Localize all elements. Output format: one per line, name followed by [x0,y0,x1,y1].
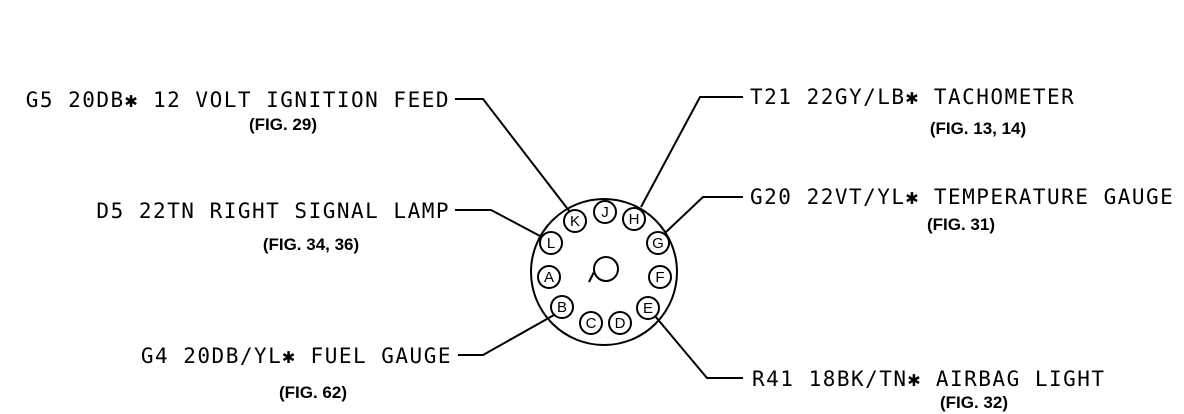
pin-k: K [563,209,587,233]
pin-e: E [636,296,660,320]
connector-key-tab [588,271,595,283]
leader-line-pin-b [458,314,555,356]
svg-text:H: H [629,211,640,228]
leader-line-pin-h [640,96,743,208]
leader-line-pin-g [665,196,743,233]
pin-g: G [646,231,670,255]
leader-line-pin-e [654,315,743,379]
pin-b: B [550,295,574,319]
pin-f: F [648,265,672,289]
leader-line-pin-k [455,98,571,213]
svg-text:B: B [557,299,567,316]
svg-text:F: F [655,269,664,286]
wire-label-pin-l: D5 22TN RIGHT SIGNAL LAMP [96,199,450,223]
svg-text:L: L [547,235,555,252]
fig-ref-pin-b: (FIG. 62) [279,383,347,402]
pin-l: L [539,231,563,255]
wire-label-pin-k: G5 20DB✱ 12 VOLT IGNITION FEED [26,88,450,112]
wire-label-pin-b: G4 20DB/YL✱ FUEL GAUGE [141,344,452,368]
leader-line-pin-l [455,209,541,237]
connector-key [593,256,619,282]
svg-text:G: G [652,235,664,252]
fig-ref-pin-k: (FIG. 29) [249,115,317,134]
pin-d: D [608,311,632,335]
fig-ref-pin-g: (FIG. 31) [927,215,995,234]
connector-outline [530,198,678,346]
svg-text:K: K [570,213,580,230]
wire-label-pin-h: T21 22GY/LB✱ TACHOMETER [750,85,1075,109]
svg-text:E: E [643,300,653,317]
svg-text:J: J [601,204,609,221]
wire-label-pin-g: G20 22VT/YL✱ TEMPERATURE GAUGE [750,185,1174,209]
pin-a: A [537,265,561,289]
svg-text:C: C [586,315,597,332]
svg-text:A: A [544,269,554,286]
fig-ref-pin-l: (FIG. 34, 36) [263,235,359,254]
pin-j: J [593,200,617,224]
fig-ref-pin-e: (FIG. 32) [940,393,1008,412]
wire-label-pin-e: R41 18BK/TN✱ AIRBAG LIGHT [752,367,1106,391]
pin-c: C [579,311,603,335]
pin-h: H [622,207,646,231]
fig-ref-pin-h: (FIG. 13, 14) [930,119,1026,138]
svg-text:D: D [615,315,626,332]
